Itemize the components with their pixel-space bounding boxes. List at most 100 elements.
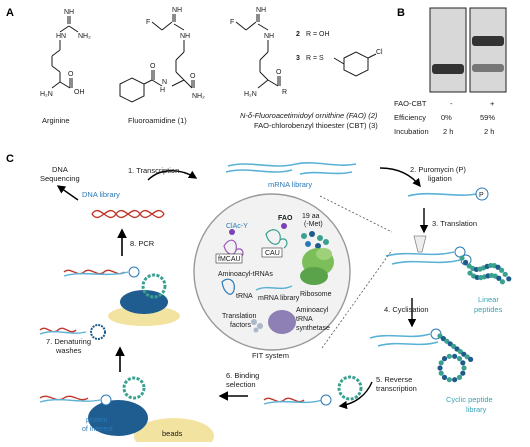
- beads-top: [108, 306, 180, 326]
- atom-nh-fa: NH: [172, 7, 182, 14]
- label-dna-library: DNA library: [82, 190, 120, 199]
- label-step-3: 3. Translation: [432, 219, 477, 228]
- cyclic-peptide-bead: [460, 360, 466, 366]
- label-dna-sequencing-1: DNA: [52, 165, 68, 174]
- gel-table: FAO-CBT - + Efficiency 0% 59% Incubation…: [394, 99, 495, 136]
- gel-band-lane1: [432, 64, 464, 74]
- atom-nh: NH: [64, 9, 74, 16]
- linear-peptide-bead: [499, 267, 505, 273]
- fit-mrna-strand: [255, 285, 293, 291]
- atom-o-fao: O: [276, 69, 282, 76]
- atom-o-fa2: O: [190, 73, 196, 80]
- fit-ribosome: Ribosome: [300, 291, 332, 298]
- gel-row-1-v1: 59%: [480, 113, 495, 122]
- dna-top: [63, 269, 125, 275]
- atom-h: H: [160, 87, 165, 94]
- atom-nh-fa2: NH: [180, 33, 190, 40]
- cyclic-peptide-bead: [438, 370, 444, 376]
- fit-cau2-box: [261, 247, 283, 258]
- linear-peptide-bead: [506, 276, 512, 282]
- atom-nh-fao2: NH: [264, 33, 274, 40]
- fit-clac-y: ClAc-Y: [226, 223, 248, 230]
- fit-synthetase-1: Aminoacyl: [296, 307, 329, 314]
- atom-oh: OH: [74, 89, 85, 96]
- cyclic-peptide-bead: [437, 365, 443, 371]
- fit-translation-1: Translation: [222, 313, 256, 320]
- rt-complex: [263, 375, 363, 406]
- cyclic-peptide-bead: [452, 377, 458, 383]
- cyclic-peptide-bead: [456, 374, 463, 380]
- amino-acid-beads: [301, 231, 329, 249]
- gel-row-label-1: Efficiency: [394, 113, 426, 122]
- gel-row-0-v1: +: [490, 99, 495, 108]
- dna-bound: [39, 395, 89, 401]
- label-fao: N-δ-Fluoroacetimidoyl ornithine (FAO) (2…: [240, 111, 378, 120]
- atom-o-fa: O: [150, 63, 156, 70]
- linear-peptides: [385, 246, 472, 266]
- atom-f-fao: F: [230, 19, 234, 26]
- cyclic-peptide-bead: [441, 356, 448, 362]
- label-beads: beads: [162, 429, 183, 438]
- mrna-released: [39, 331, 87, 335]
- cyclic-peptides-right: [369, 328, 442, 347]
- panel-label-b: B: [397, 7, 405, 19]
- gel-image: [429, 7, 507, 93]
- trna-fao: [265, 229, 288, 249]
- label-cyclic-1: Cyclic peptide: [446, 395, 493, 404]
- arrow-transcription: [147, 170, 198, 181]
- fit-fao: FAO: [278, 215, 293, 222]
- cyclic-peptide-bound: [122, 376, 146, 400]
- translation-factors-icon: [251, 319, 263, 333]
- atom-hn: HN: [56, 33, 66, 40]
- synthetase-icon: [268, 310, 296, 334]
- arrow-reverse-transcription: [338, 381, 373, 410]
- fit-cau2: CAU: [265, 250, 280, 257]
- mrna-library-top: [225, 162, 357, 175]
- cyclic-peptide-chain: [437, 333, 474, 383]
- atom-h2n-fao: H₂N: [244, 91, 257, 98]
- r-group-text-2: R = OH: [306, 31, 330, 38]
- fit-aminoacyl-trnas: Aminoacyl-tRNAs: [218, 271, 273, 278]
- puromycin-badge: [475, 187, 489, 201]
- fit-synthetase-3: synthetase: [296, 325, 330, 332]
- linear-peptide-chain: [459, 255, 512, 285]
- cyclic-peptide-bead: [452, 353, 458, 359]
- label-step-7b: washes: [55, 346, 82, 355]
- cyclic-peptide-bead: [446, 353, 452, 359]
- cyclic-peptide-bead: [456, 356, 463, 362]
- r-group-num-3: 3: [296, 55, 300, 62]
- label-dna-sequencing-2: Sequencing: [40, 174, 80, 183]
- atom-n: N: [162, 79, 167, 86]
- trna-plain: [221, 278, 235, 295]
- panel-label-c: C: [6, 153, 14, 165]
- label-fao-cbt: FAO-chlorobenzyl thioester (CBT) (3): [254, 121, 378, 130]
- label-linear-2: peptides: [474, 305, 503, 314]
- tube-icon: [413, 235, 427, 253]
- r-group-num-2: 2: [296, 31, 300, 38]
- label-step-1: 1. Transcription: [128, 166, 179, 175]
- gel-row-0-v0: -: [450, 99, 453, 108]
- atom-f: F: [146, 19, 150, 26]
- gel-row-1-v0: 0%: [441, 113, 452, 122]
- gel-row-label-0: FAO-CBT: [394, 99, 427, 108]
- structure-fluoroamidine: [119, 14, 195, 103]
- atom-h2n: H₂N: [40, 91, 53, 98]
- structure-arginine: [51, 16, 79, 89]
- linear-peptide-bead: [467, 270, 473, 276]
- fit-synthetase-2: tRNA: [296, 316, 313, 323]
- linear-peptide-bead: [459, 255, 465, 261]
- fit-aa-1: 19 aa: [302, 213, 320, 220]
- arrow-ligation: [379, 167, 421, 188]
- atom-r-fao: R: [282, 89, 287, 96]
- fit-aa-2: (-Met): [304, 221, 323, 228]
- fit-caption: FIT system: [252, 351, 289, 360]
- label-protein-2: of interest: [82, 426, 113, 433]
- puromycin-bound: [100, 394, 112, 406]
- gel-band-lane2-upper: [472, 36, 504, 46]
- atom-nh-fao: NH: [256, 7, 266, 14]
- label-step-4: 4. Cyclisation: [384, 305, 429, 314]
- mrna-puromycin: [407, 192, 477, 197]
- dna-released: [39, 327, 77, 333]
- label-step-7a: 7. Denaturing: [46, 337, 91, 346]
- label-fluoroamidine: Fluoroamidine (1): [128, 116, 187, 125]
